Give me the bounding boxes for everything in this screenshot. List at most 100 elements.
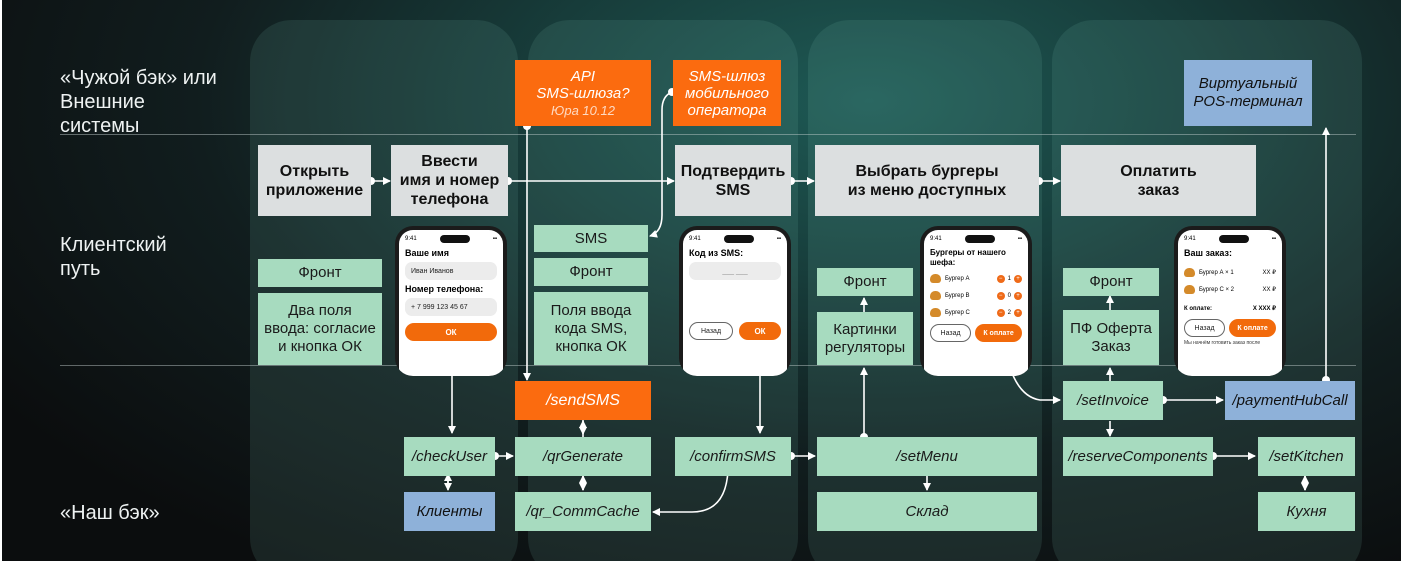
menu-item: Бургер В −0+	[930, 289, 1022, 302]
burger-icon	[930, 274, 941, 283]
menu-item-qty: 1	[1007, 275, 1011, 282]
step-confirm-sms: Подтвердить SMS	[675, 145, 791, 216]
menu-item-qty: 0	[1007, 292, 1011, 299]
order-total-value: X XXX ₽	[1252, 306, 1276, 312]
lane-label-backend: «Наш бэк»	[60, 502, 160, 524]
burger-icon	[930, 308, 941, 317]
menu-title: Бургеры от нашего шефа:	[930, 248, 1006, 267]
db-clients: Клиенты	[404, 492, 495, 531]
lane-divider-top	[60, 134, 1356, 135]
status-time: 9:41	[405, 236, 417, 242]
sms-api-box: API SMS-шлюза? Юра 10.12	[515, 60, 651, 126]
order-item-price: XX ₽	[1262, 287, 1277, 293]
step-pay-order: Оплатить заказ	[1061, 145, 1256, 216]
signal-icon: ▪▪	[776, 236, 781, 242]
front-desc-4: ПФ Оферта Заказ	[1063, 310, 1159, 365]
api-sendsms: /sendSMS	[515, 381, 651, 420]
notch	[723, 235, 754, 243]
status-time: 9:41	[1184, 236, 1196, 242]
ok-button[interactable]: ОК	[405, 323, 497, 341]
phone-mockup-menu: 9:41 ▪▪ Бургеры от нашего шефа: Бургер А …	[920, 226, 1032, 376]
notch	[964, 235, 995, 243]
api-setkitchen: /setKitchen	[1258, 437, 1355, 476]
signal-icon: ▪▪	[1271, 236, 1276, 242]
db-kitchen: Кухня	[1258, 492, 1355, 531]
notch	[439, 235, 470, 243]
signal-icon: ▪▪	[492, 236, 497, 242]
lane-label-client: Клиентский путь	[60, 234, 167, 280]
sms-gateway-box: SMS-шлюз мобильного оператора	[673, 60, 781, 126]
minus-icon[interactable]: −	[996, 308, 1005, 317]
phone-mockup-name: 9:41 ▪▪ Ваше имя Иван Иванов Номер телефо…	[395, 226, 507, 376]
phone-mockup-order: 9:41 ▪▪ Ваш заказ: Бургер А × 1 XX ₽ Бург…	[1174, 226, 1286, 376]
order-footer-note: Мы начнём готовить заказ после	[1184, 340, 1261, 346]
burger-icon	[930, 291, 941, 300]
api-checkuser: /checkUser	[404, 437, 495, 476]
plus-icon[interactable]: +	[1014, 291, 1022, 300]
front-desc-1: Два поля ввода: согласие и кнопка ОК	[258, 293, 382, 365]
sms-api-note: Юра 10.12	[551, 102, 615, 118]
pay-button[interactable]: К оплате	[975, 324, 1022, 342]
pay-button[interactable]: К оплате	[1229, 319, 1276, 337]
menu-item-name: Бургер В	[945, 292, 970, 299]
front-desc-3: Картинки регуляторы	[817, 312, 913, 365]
front-label-3: Фронт	[817, 268, 913, 296]
order-item: Бургер С × 2 XX ₽	[1184, 283, 1276, 296]
status-time: 9:41	[689, 236, 701, 242]
signal-icon: ▪▪	[1017, 236, 1022, 242]
order-total-label: К оплате:	[1184, 305, 1213, 312]
menu-item-name: Бургер С	[945, 309, 970, 316]
api-qrgenerate: /qrGenerate	[515, 437, 651, 476]
order-title: Ваш заказ:	[1184, 248, 1232, 258]
order-item-name: Бургер С × 2	[1199, 286, 1234, 293]
api-paymenthubcall: /paymentHubCall	[1225, 381, 1355, 420]
notch	[1218, 235, 1249, 243]
order-item-price: XX ₽	[1262, 270, 1277, 276]
sms-label: SMS	[534, 225, 648, 252]
status-time: 9:41	[930, 236, 942, 242]
back-button[interactable]: Назад	[1184, 319, 1226, 337]
pos-terminal-box: Виртуальный POS-терминал	[1184, 60, 1312, 126]
front-label-4: Фронт	[1063, 268, 1159, 296]
step-enter-name: Ввести имя и номер телефона	[391, 145, 508, 216]
api-reservecomponents: /reserveComponents	[1063, 437, 1213, 476]
burger-icon	[1184, 268, 1195, 277]
back-button[interactable]: Назад	[689, 322, 733, 340]
arrow-confirmsms-to-cache	[652, 469, 729, 516]
front-desc-2: Поля ввода кода SMS, кнопка ОК	[534, 292, 648, 365]
api-setmenu: /setMenu	[817, 437, 1037, 476]
api-setinvoice: /setInvoice	[1063, 381, 1163, 420]
order-total: К оплате: X XXX ₽	[1184, 302, 1276, 315]
menu-item-qty: 2	[1007, 309, 1011, 316]
step-choose-burgers: Выбрать бургеры из меню доступных	[815, 145, 1039, 216]
order-item: Бургер А × 1 XX ₽	[1184, 266, 1276, 279]
phone-field[interactable]: + 7 999 123 45 67	[405, 298, 497, 316]
ok-button[interactable]: ОК	[739, 322, 781, 340]
db-qr-cache: /qr_CommCache	[515, 492, 651, 531]
lane-label-external: «Чужой бэк» или Внешние системы	[60, 67, 217, 137]
menu-item-name: Бургер А	[945, 275, 970, 282]
db-warehouse: Склад	[817, 492, 1037, 531]
name-label: Ваше имя	[405, 248, 449, 258]
code-field[interactable]: ___ ___	[689, 262, 781, 280]
front-label-1: Фронт	[258, 259, 382, 287]
burger-icon	[1184, 285, 1195, 294]
front-label-2: Фронт	[534, 258, 648, 286]
menu-item: Бургер А −1+	[930, 272, 1022, 285]
sms-api-label: API SMS-шлюза?	[536, 67, 630, 102]
minus-icon[interactable]: −	[996, 291, 1005, 300]
phone-label: Номер телефона:	[405, 284, 484, 294]
step-open-app: Открыть приложение	[258, 145, 371, 216]
code-label: Код из SMS:	[689, 248, 744, 258]
menu-item: Бургер С −2+	[930, 306, 1022, 319]
arrow-gateway-to-sms	[649, 91, 673, 238]
back-button[interactable]: Назад	[930, 324, 972, 342]
phone-mockup-sms: 9:41 ▪▪ Код из SMS: ___ ___ Назад ОК	[679, 226, 791, 376]
plus-icon[interactable]: +	[1014, 274, 1022, 283]
api-confirmsms: /confirmSMS	[675, 437, 791, 476]
order-item-name: Бургер А × 1	[1199, 269, 1234, 276]
minus-icon[interactable]: −	[996, 274, 1005, 283]
name-field[interactable]: Иван Иванов	[405, 262, 497, 280]
plus-icon[interactable]: +	[1014, 308, 1022, 317]
